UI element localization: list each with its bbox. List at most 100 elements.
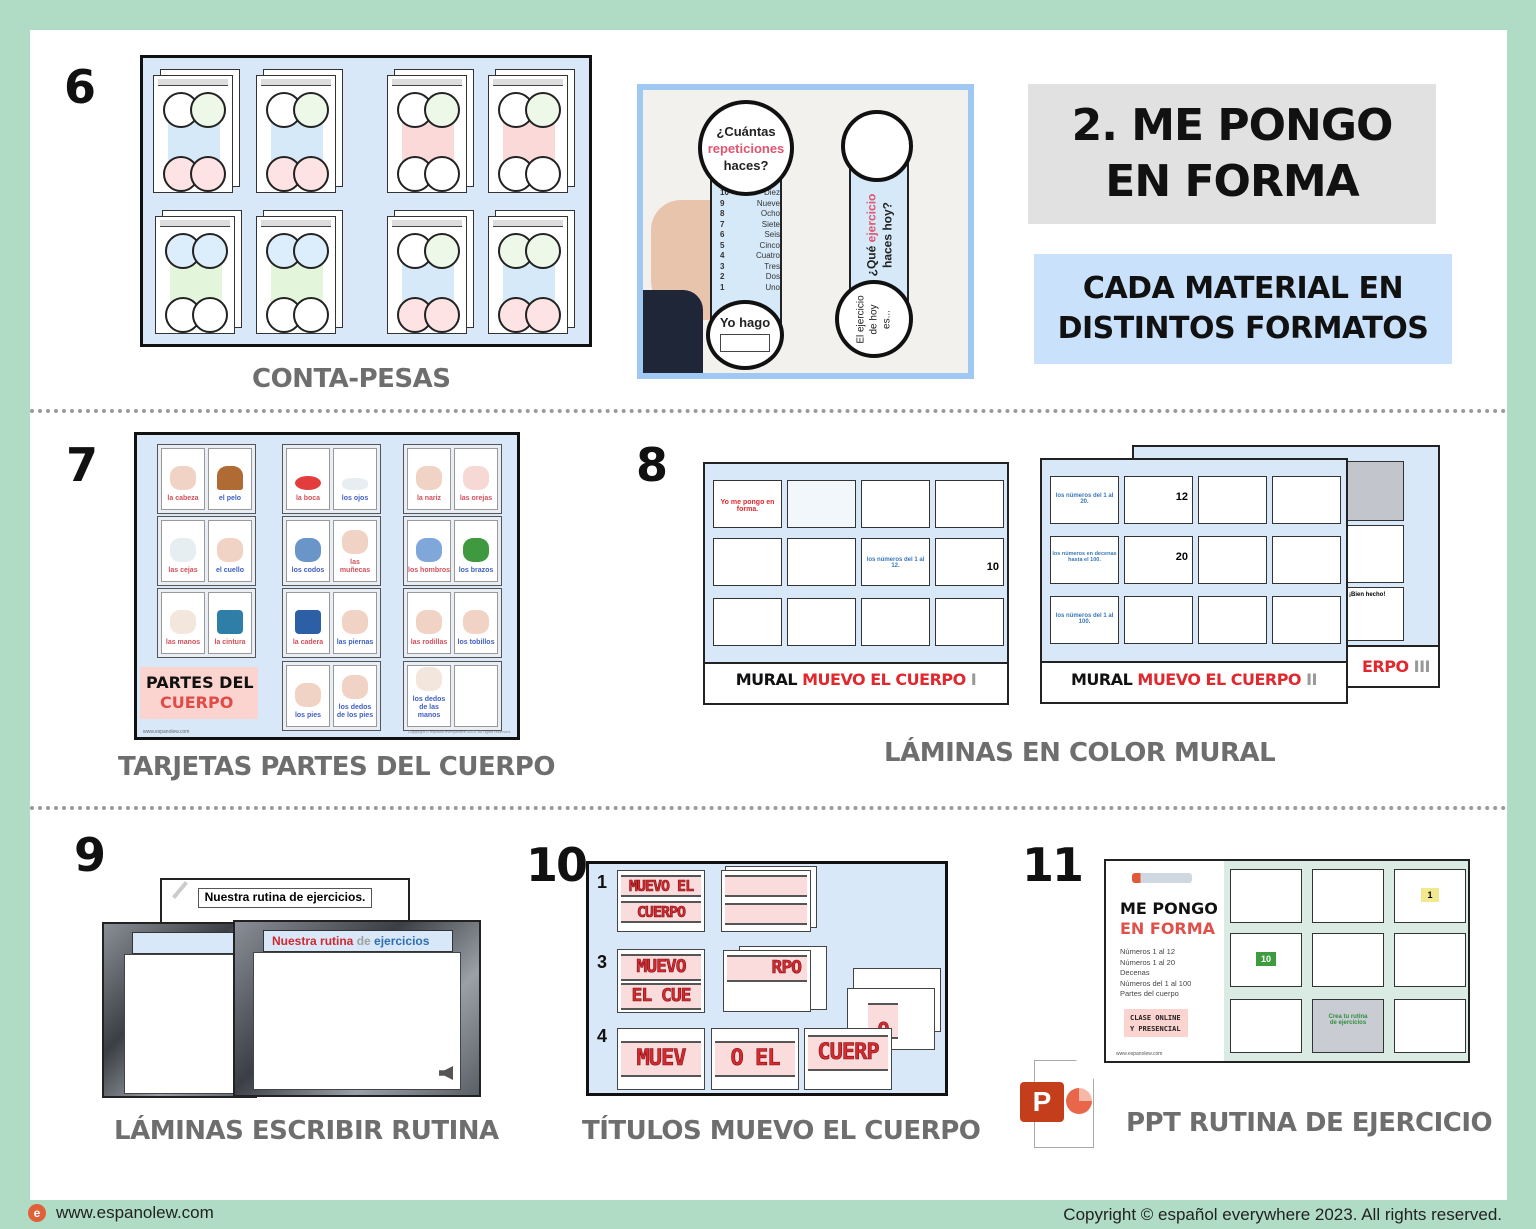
card-pair: las cejas el cuello (157, 516, 256, 586)
title-card: MUEVO EL CUE (617, 949, 705, 1013)
main-title-line2: EN FORMA (1105, 156, 1359, 207)
hair-icon (217, 466, 243, 490)
main-title-box: 2. ME PONGO EN FORMA (1028, 84, 1436, 224)
hips-icon (295, 610, 321, 634)
mural-thumb: los números del 1 al 12. (861, 538, 930, 586)
mural-thumb: 12 (1124, 476, 1193, 524)
eyes-icon (342, 478, 368, 490)
dotted-divider (30, 409, 1507, 413)
mural-thumb: los números del 1 al 20. (1050, 476, 1119, 524)
mural-thumb: 10 (935, 538, 1004, 586)
subtitle-line1: CADA MATERIAL EN (1082, 271, 1404, 306)
routine-sheet (256, 75, 336, 193)
worksheet-title: Nuestra rutina de ejercicios. (198, 888, 372, 908)
caption-tarjetas: TARJETAS PARTES DEL CUERPO (118, 752, 555, 782)
footer-site-link[interactable]: www.espanolew.com (56, 1203, 214, 1222)
titulos-panel: 1 3 4 MUEVO EL CUERPO MUEVO EL CUE RPO O… (586, 861, 948, 1096)
card-pair: la nariz las orejas (403, 444, 502, 514)
mural-ii: los números del 1 al 20. 12 los números … (1040, 458, 1348, 704)
sleeve-shape (643, 290, 703, 373)
section-number-7: 7 (66, 438, 98, 492)
footer-copyright: Copyright © español everywhere 2023. All… (1063, 1205, 1502, 1224)
title-card: MUEVO EL CUERPO (617, 870, 705, 932)
caption-rutina: LÁMINAS ESCRIBIR RUTINA (114, 1116, 499, 1146)
mural-thumb: los números del 1 al 100. (1050, 596, 1119, 644)
card-pair: los dedos de las manos (403, 661, 502, 731)
conta-pesas-panel (140, 55, 592, 347)
wrists-icon (342, 530, 368, 554)
routine-sheet (488, 75, 568, 193)
arms-icon (463, 538, 489, 562)
card-pair: los pies los dedos de los pies (282, 661, 381, 731)
card-pair: las rodillas los tobillos (403, 588, 502, 658)
mouth-icon (295, 476, 321, 490)
logo-icon (1132, 873, 1192, 883)
card-footer-site: www.espanolew.com (143, 729, 190, 735)
title-card-blank (721, 870, 811, 932)
routine-sheet (155, 216, 235, 334)
toes-icon (342, 675, 368, 699)
pie-chart-icon (1066, 1088, 1092, 1114)
caption-ppt: PPT RUTINA DE EJERCICIO (1126, 1108, 1493, 1138)
subtitle-box: CADA MATERIAL EN DISTINTOS FORMATOS (1034, 254, 1452, 364)
eyebrows-icon (170, 538, 196, 562)
section-number-10: 10 (526, 838, 588, 892)
section-number-11: 11 (1022, 838, 1084, 892)
ankles-icon (463, 610, 489, 634)
class-badge: CLASE ONLINE Y PRESENCIAL (1124, 1009, 1188, 1037)
legs-icon (342, 610, 368, 634)
rutina-slide-titled: Nuestra rutina de ejercicios (233, 920, 481, 1097)
section-number-6: 6 (64, 60, 96, 114)
shoulders-icon (416, 538, 442, 562)
subtitle-line2: DISTINTOS FORMATOS (1057, 311, 1429, 346)
card-pair: la cadera las piernas (282, 588, 381, 658)
section-number-9: 9 (74, 828, 106, 882)
title-card: RPO (723, 950, 811, 1012)
routine-sheet (488, 216, 568, 334)
title-card: MUEV (617, 1028, 705, 1090)
routine-sheet (387, 75, 467, 193)
card-footer-copyright: Copyright © español everywhere 2023. All… (407, 729, 511, 734)
waist-icon (217, 610, 243, 634)
routine-sheet (256, 216, 336, 334)
caption-titulos: TÍTULOS MUEVO EL CUERPO (582, 1116, 981, 1146)
caption-murals: LÁMINAS EN COLOR MURAL (884, 738, 1276, 768)
poster-page: 6 (30, 30, 1507, 1200)
head-icon (170, 466, 196, 490)
tarjetas-panel: la cabeza el pelo las cejas el cuello la… (134, 432, 520, 740)
ppt-bullets: Números 1 al 12 Números 1 al 20 Decenas … (1120, 947, 1192, 998)
title-card: O EL (711, 1028, 799, 1090)
fingers-icon (416, 667, 442, 691)
routine-sheet (387, 216, 467, 334)
main-title-line1: 2. ME PONGO (1071, 100, 1394, 151)
section-number-8: 8 (636, 438, 668, 492)
dotted-divider (30, 806, 1507, 810)
mural-i: Yo me pongo en forma. los números del 1 … (703, 462, 1009, 705)
card-pair: la boca los ojos (282, 444, 381, 514)
card-pair: los hombros los brazos (403, 516, 502, 586)
mural-thumb: 20 (1124, 536, 1193, 584)
knees-icon (416, 610, 442, 634)
footer-site[interactable]: e www.espanolew.com (28, 1203, 214, 1223)
neck-icon (217, 538, 243, 562)
card-pair: las manos la cintura (157, 588, 256, 658)
caption-conta-pesas: CONTA-PESAS (252, 364, 451, 394)
mural-thumb: los números en decenas hasta el 100. (1050, 536, 1119, 584)
ppt-preview: ME PONGO EN FORMA Números 1 al 12 Número… (1104, 859, 1470, 1063)
espanolew-logo-icon: e (28, 1204, 46, 1222)
hands-icon (170, 610, 196, 634)
nose-icon (416, 466, 442, 490)
feet-icon (295, 683, 321, 707)
powerpoint-file-icon: P (1020, 1060, 1100, 1150)
partes-del-cuerpo-badge: PARTES DEL CUERPO (140, 667, 258, 719)
mural-thumb: Yo me pongo en forma. (713, 480, 782, 528)
elbows-icon (295, 538, 321, 562)
card-pair: la cabeza el pelo (157, 444, 256, 514)
title-card: CUERP (804, 1028, 892, 1090)
card-pair: los codos las muñecas (282, 516, 381, 586)
routine-sheet (153, 75, 233, 193)
right-dumbbell: ¿Qué ejercicio haces hoy? El ejercicio d… (835, 110, 921, 358)
